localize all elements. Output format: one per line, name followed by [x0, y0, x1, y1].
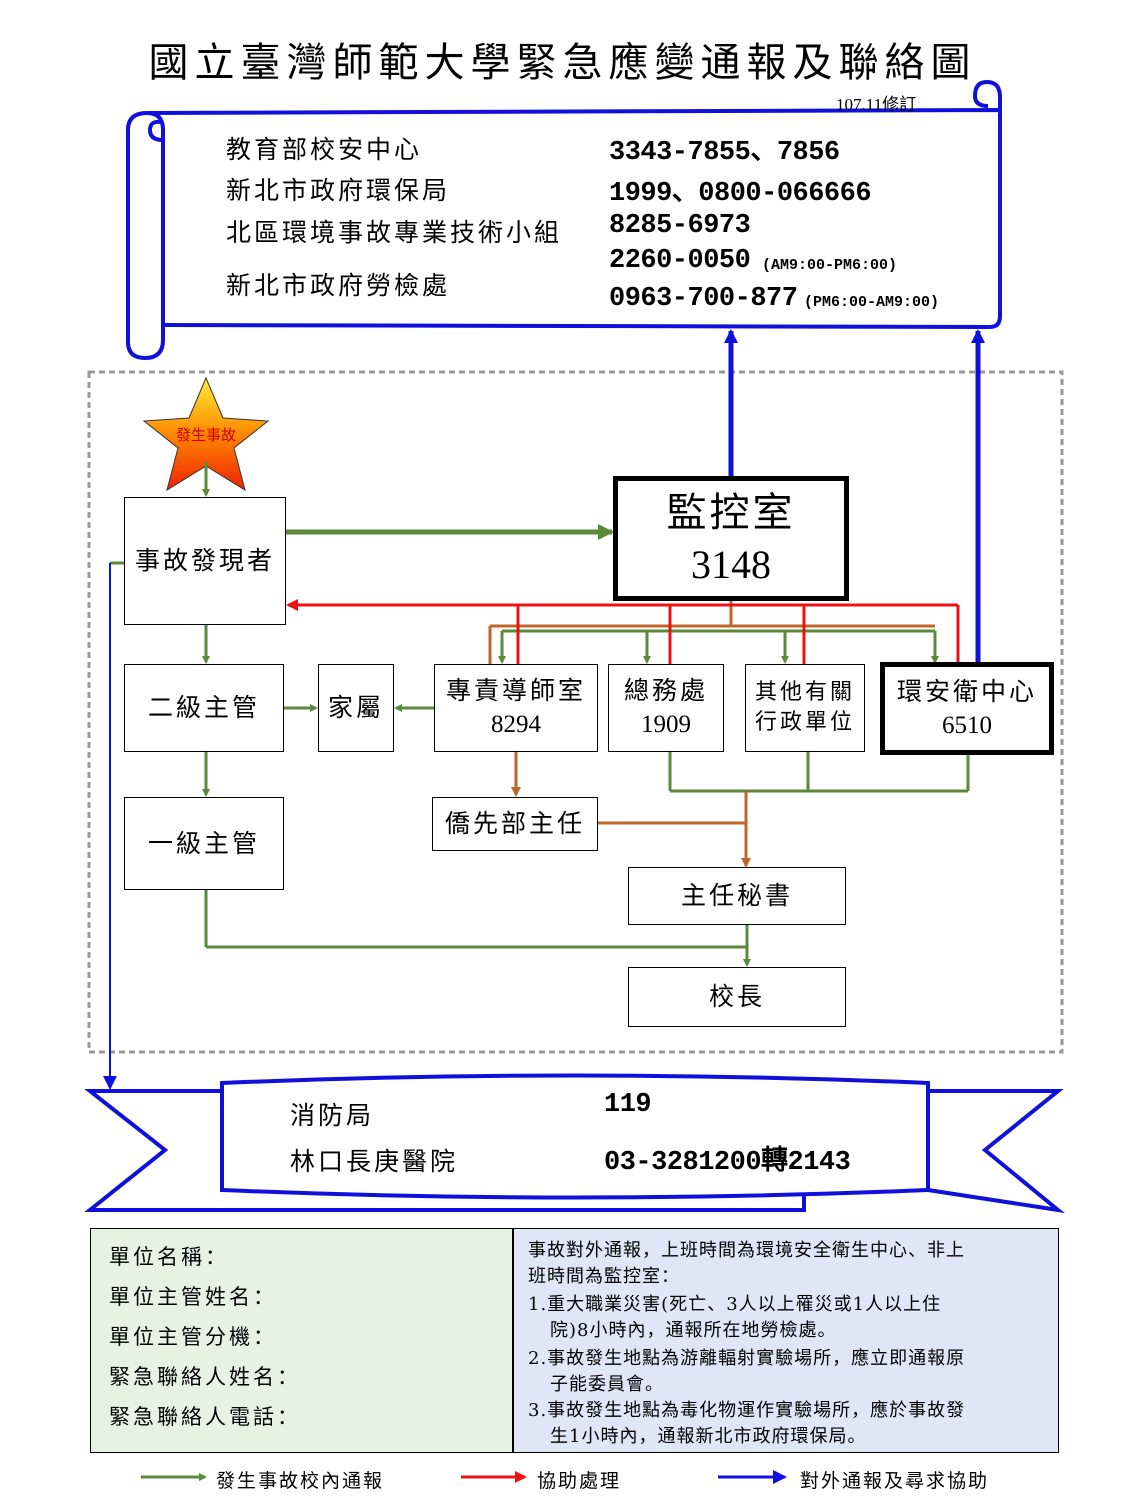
contact-phone: 8285-6973	[609, 211, 751, 241]
legend-internal-label: 發生事故校內通報	[216, 1470, 385, 1492]
red-assist-lines	[286, 599, 960, 664]
node-chief-secretary: 主任秘書	[628, 867, 846, 925]
node-level1-supervisor: 一級主管	[124, 797, 284, 890]
node-label: 總務處	[623, 676, 708, 706]
node-overseas-director: 僑先部主任	[432, 797, 598, 851]
orange-lines	[488, 600, 935, 868]
node-extension: 3148	[691, 541, 771, 587]
note-line: 1.重大職業災害(死亡、3人以上罹災或1人以上住	[528, 1294, 942, 1315]
node-label: 一級主管	[147, 828, 260, 858]
node-ehs-center: 環安衛中心 6510	[880, 662, 1054, 755]
note-line: 子能委員會。	[550, 1374, 664, 1395]
contact-phone: 03-3281200轉2143	[604, 1148, 851, 1178]
node-label: 監控室	[666, 489, 796, 536]
contact-phone: 3343-7855、7856	[609, 138, 840, 168]
legend-assist-label: 協助處理	[537, 1470, 622, 1492]
contact-phone: 0963-700-877	[609, 284, 798, 314]
star-label: 發生事故	[175, 426, 236, 444]
node-monitor-room: 監控室 3148	[613, 476, 849, 601]
node-extension: 1909	[641, 711, 691, 738]
contact-name: 消防局	[290, 1101, 375, 1130]
node-level2-supervisor: 二級主管	[124, 664, 284, 752]
node-label: 家屬	[327, 693, 384, 723]
node-label: 校長	[708, 982, 765, 1012]
contact-name: 林口長庚醫院	[290, 1147, 459, 1176]
node-discoverer: 事故發現者	[124, 497, 286, 625]
node-tutor-office: 專責導師室 8294	[434, 664, 598, 752]
contact-phone: 119	[604, 1090, 652, 1120]
note-line: 事故對外通報，上班時間為環境安全衛生中心、非上	[528, 1240, 965, 1261]
node-extension: 6510	[942, 711, 992, 739]
note-line: 3.事故發生地點為毒化物運作實驗場所，應於事故發	[528, 1400, 966, 1421]
emergency-banner	[84, 1073, 1065, 1214]
node-label: 專責導師室	[445, 676, 586, 706]
internal-frame	[87, 370, 1064, 1054]
unit-field-label: 單位主管分機：	[109, 1325, 277, 1349]
unit-field-label: 緊急聯絡人姓名：	[109, 1365, 301, 1389]
note-line: 班時間為監控室：	[528, 1266, 680, 1287]
unit-field-label: 緊急聯絡人電話：	[109, 1405, 301, 1429]
contact-phone: 1999、0800-066666	[609, 179, 872, 209]
note-line: 生1小時內，通報新北市政府環保局。	[550, 1426, 867, 1447]
blue-external-lines	[103, 329, 985, 1090]
legend-external-label: 對外通報及尋求協助	[800, 1470, 990, 1492]
node-other-admin-units: 其他有關 行政單位	[745, 664, 865, 752]
node-president: 校長	[628, 967, 846, 1027]
node-label: 僑先部主任	[444, 809, 585, 839]
note-line: 院)8小時內，通報所在地勞檢處。	[550, 1320, 837, 1341]
contact-name: 教育部校安中心	[226, 135, 423, 164]
node-label: 事故發現者	[134, 546, 275, 576]
node-label: 二級主管	[147, 693, 260, 723]
revision-label: 107.11修訂	[836, 95, 917, 114]
node-family: 家屬	[318, 664, 394, 752]
contact-name: 北區環境事故專業技術小組	[226, 218, 563, 247]
unit-info-panel: 單位名稱： 單位主管姓名： 單位主管分機： 緊急聯絡人姓名： 緊急聯絡人電話：	[90, 1228, 513, 1453]
node-label: 環安衛中心	[896, 676, 1037, 706]
node-extension: 8294	[491, 711, 541, 738]
contact-phone: 2260-0050	[609, 246, 751, 276]
node-label: 主任秘書	[680, 881, 793, 911]
unit-field-label: 單位主管姓名：	[109, 1285, 277, 1309]
green-internal-lines	[110, 462, 970, 967]
node-label: 其他有關	[754, 680, 855, 706]
contact-name: 新北市政府勞檢處	[226, 271, 451, 300]
unit-field-label: 單位名稱：	[109, 1245, 229, 1269]
node-general-affairs: 總務處 1909	[608, 664, 724, 752]
reporting-notes-panel: 事故對外通報，上班時間為環境安全衛生中心、非上 班時間為監控室： 1.重大職業災…	[513, 1228, 1059, 1453]
contact-phone-hours: (PM6:00-AM9:00)	[804, 294, 940, 311]
contact-name: 新北市政府環保局	[226, 176, 451, 205]
contact-scroll	[126, 79, 1002, 361]
node-label: 行政單位	[754, 710, 855, 735]
note-line: 2.事故發生地點為游離輻射實驗場所，應立即通報原	[528, 1348, 966, 1369]
page-title: 國立臺灣師範大學緊急應變通報及聯絡圖	[148, 40, 977, 86]
contact-phone-hours: (AM9:00-PM6:00)	[762, 257, 898, 274]
